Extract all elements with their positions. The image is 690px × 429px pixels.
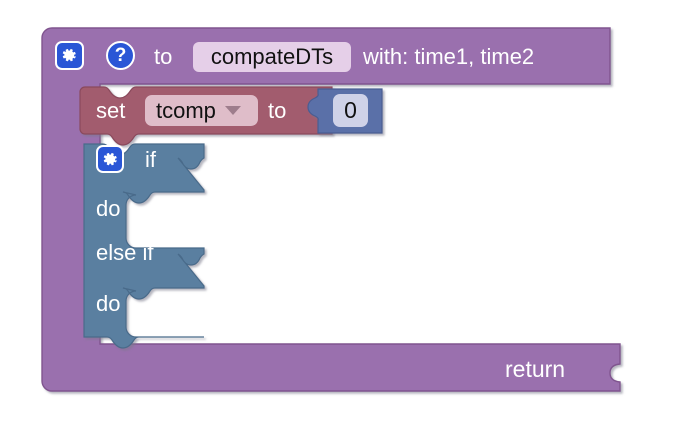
procedure-params-label: with: time1, time2 <box>363 44 535 69</box>
question-mark-icon[interactable]: ? <box>106 41 135 70</box>
gear-icon[interactable] <box>96 145 124 173</box>
procedure-name-field[interactable]: compateDTs <box>193 42 351 72</box>
gear-glyph <box>103 152 117 165</box>
chevron-down-icon <box>224 106 241 115</box>
variable-name-label: tcomp <box>156 97 216 123</box>
return-label: return <box>505 356 566 382</box>
number-input-field[interactable]: 0 <box>333 94 368 127</box>
procedure-to-label: to <box>154 44 173 69</box>
do-row-label: do <box>96 196 121 221</box>
variable-dropdown[interactable]: tcomp <box>145 95 258 126</box>
procedure-definition-shape[interactable] <box>41 27 621 392</box>
set-to-label: to <box>268 98 287 123</box>
set-label: set <box>96 98 126 123</box>
gear-glyph <box>62 49 76 62</box>
controls-if-shape[interactable] <box>83 143 205 349</box>
question-mark-glyph: ? <box>114 45 127 66</box>
do-row-label-2: do <box>96 291 121 316</box>
else-if-row-label: else if <box>96 240 154 265</box>
if-row-label: if <box>145 147 156 172</box>
gear-icon[interactable] <box>55 41 84 70</box>
